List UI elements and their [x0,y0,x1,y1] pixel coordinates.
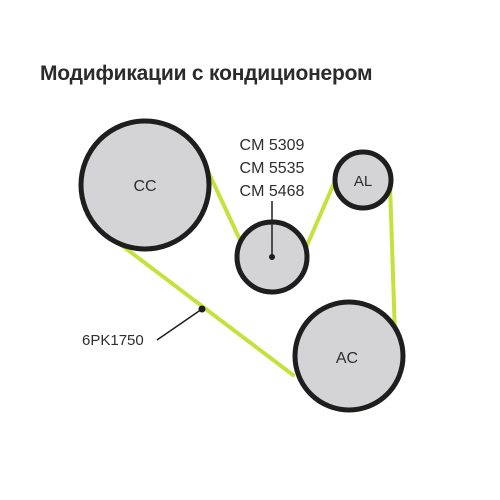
pulley-ac-label: AC [336,350,358,367]
pulley-cc-label: CC [133,178,156,195]
belt-part-number: 6PK1750 [82,332,144,349]
pulley-al-label: AL [354,173,372,190]
pulley-cc: CC [78,118,212,252]
diagram-title: Модификации с кондиционером [40,62,373,85]
tensioner-part-number: CM 5309 [240,137,305,154]
pulley-tensioner: CM 5309 CM 5535 CM 5468 [234,137,310,295]
belt-callout: 6PK1750 [82,305,206,349]
tensioner-part-number: CM 5468 [240,183,305,200]
belt-segment-al-ac [388,183,397,337]
tensioner-part-number: CM 5535 [240,160,305,177]
pulley-ac: AC [292,299,406,413]
pulley-al: AL [332,149,394,211]
belt-callout-leader [156,308,203,341]
